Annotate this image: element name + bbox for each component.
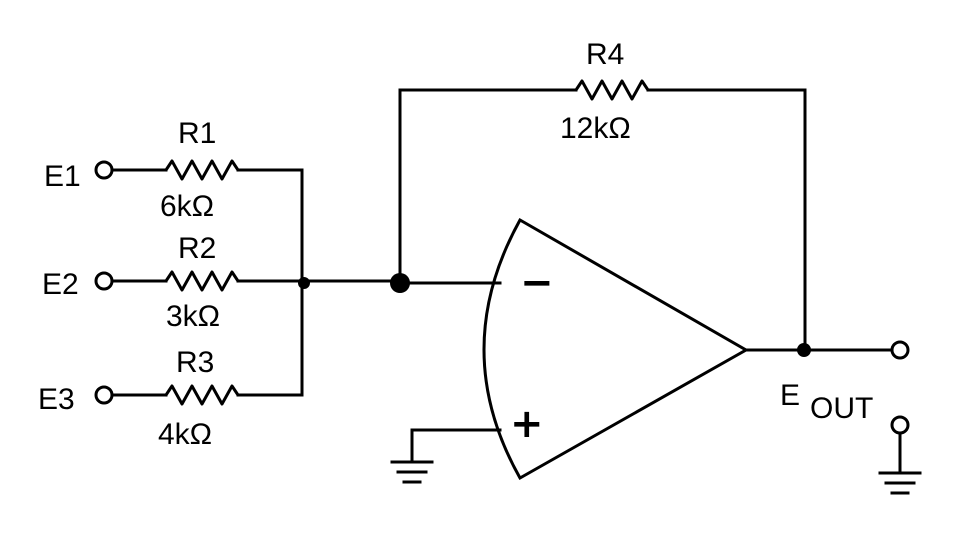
input-label-e3: E3 [38, 383, 75, 416]
resistor-r2-name: R2 [178, 232, 216, 265]
resistor-r4-value: 12kΩ [560, 112, 631, 145]
resistor-r1-name: R1 [178, 117, 216, 150]
resistor-r1-symbol [164, 159, 240, 181]
input-label-e2: E2 [42, 268, 79, 301]
resistor-r3-name: R3 [176, 346, 214, 379]
feedback-branch: R4 12kΩ [398, 38, 807, 352]
resistor-r4-symbol [574, 79, 650, 101]
resistor-r4-name: R4 [586, 38, 624, 71]
resistor-r2-value: 3kΩ [166, 300, 220, 333]
opamp-noninverting-sign: + [510, 401, 544, 447]
ground-symbol-right [878, 471, 922, 495]
opamp-body [482, 217, 750, 481]
resistor-r1-value: 6kΩ [160, 190, 214, 223]
input-branch-e3: E3 R3 4kΩ [38, 346, 304, 451]
opamp: − + [482, 217, 750, 481]
input-terminal-e2 [94, 271, 114, 291]
output-label-sub: OUT [810, 392, 873, 425]
input-terminal-e1 [94, 160, 114, 180]
output-terminal [890, 340, 910, 360]
output-ground-terminal [890, 415, 910, 435]
resistor-r2-symbol [164, 270, 240, 292]
resistor-r3-symbol [164, 384, 240, 406]
output-label-main: E [780, 379, 800, 412]
output-node-dot [797, 343, 811, 357]
ground-symbol-left [390, 460, 434, 484]
input-terminal-e3 [94, 385, 114, 405]
opamp-inverting-sign: − [520, 260, 554, 306]
noninverting-ground-branch [390, 428, 502, 484]
resistor-r3-value: 4kΩ [158, 418, 212, 451]
input-label-e1: E1 [44, 160, 81, 193]
summing-node-dot [298, 277, 310, 289]
input-branch-e1: E1 R1 6kΩ [44, 117, 304, 223]
input-branch-e2: E2 R2 3kΩ [42, 232, 402, 333]
output-branch: E OUT [744, 340, 922, 495]
